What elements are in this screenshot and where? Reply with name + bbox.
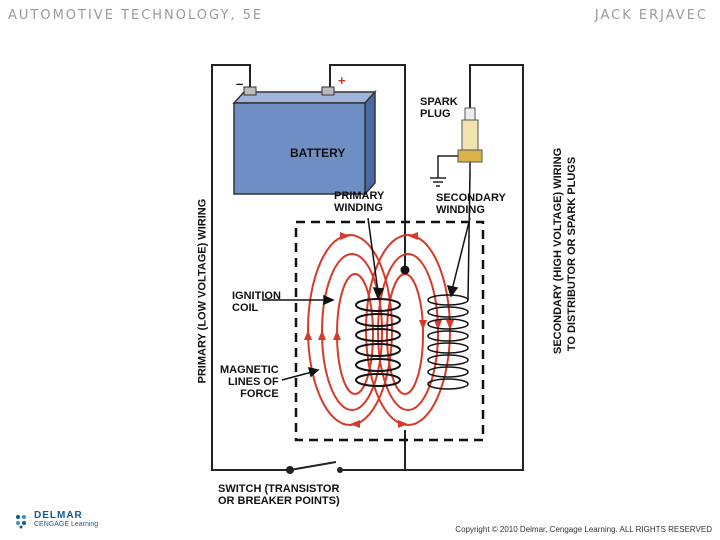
label-pointers <box>262 217 471 381</box>
secondary-wiring-label-line1: SECONDARY (HIGH VOLTAGE) WIRING <box>552 147 564 354</box>
primary-wiring-label: PRIMARY (LOW VOLTAGE) WIRING <box>196 198 209 384</box>
spark-plug-icon <box>430 107 483 187</box>
battery-plus-sign: + <box>338 73 346 88</box>
copyright-text: Copyright © 2010 Delmar, Cengage Learnin… <box>455 525 712 534</box>
secondary-circuit-wire <box>405 64 524 471</box>
field-arrows <box>304 232 454 428</box>
switch-label: SWITCH (TRANSISTOR OR BREAKER POINTS) <box>218 483 340 507</box>
delmar-logo: DELMAR CENGAGE Learning <box>14 510 114 532</box>
delmar-logo-icon <box>16 515 26 529</box>
switch-icon <box>286 461 343 474</box>
battery-minus-sign: – <box>236 76 244 91</box>
ignition-coil-label: IGNITION COIL <box>232 290 281 314</box>
junction-dot <box>400 265 410 275</box>
logo-sub-text: CENGAGE Learning <box>34 521 99 528</box>
secondary-winding-coil <box>427 171 471 390</box>
header-author: JACK ERJAVEC <box>594 8 708 23</box>
logo-main-text: DELMAR <box>34 510 83 521</box>
header-title: AUTOMOTIVE TECHNOLOGY, 5E <box>8 8 264 23</box>
secondary-wiring-label-line2: TO DISTRIBUTOR OR SPARK PLUGS <box>566 156 578 352</box>
ignition-coil-outline <box>294 220 485 442</box>
primary-winding-label: PRIMARY WINDING <box>334 190 385 214</box>
battery-icon <box>232 86 377 196</box>
battery-label: BATTERY <box>290 146 346 160</box>
spark-plug-label: SPARK PLUG <box>420 96 458 120</box>
magnetic-lines-label: MAGNETIC LINES OF FORCE <box>220 364 279 400</box>
secondary-winding-label: SECONDARY WINDING <box>436 192 506 216</box>
